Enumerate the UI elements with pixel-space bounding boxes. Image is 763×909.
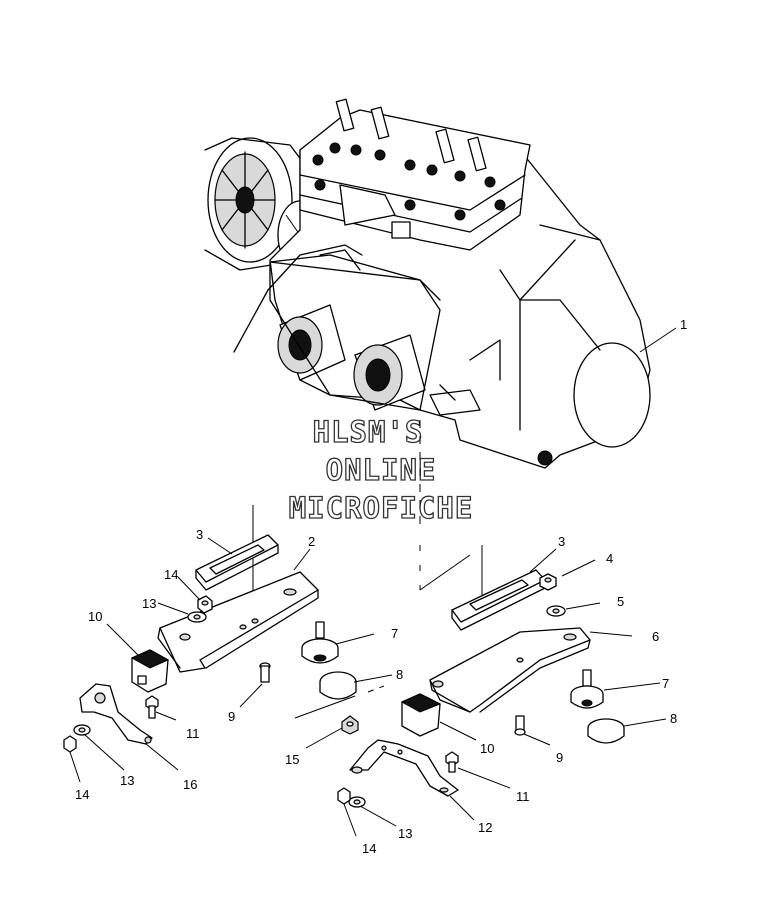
mount-bracket-left (157, 571, 319, 673)
watermark-line-1: HLSM'S (313, 415, 424, 449)
callout-11-left: 11 (186, 726, 200, 741)
callout-7-left: 7 (391, 626, 398, 641)
crankcase (233, 98, 651, 469)
bolt-11-left (145, 695, 159, 719)
intake-boots (269, 249, 441, 411)
watermark-line-2: ONLINE (326, 453, 437, 487)
spark-plugs (335, 98, 487, 172)
bolt-9-right (514, 715, 526, 736)
watermark-line-3: MICROFICHE (289, 491, 474, 525)
callout-10-left: 10 (88, 609, 102, 624)
callout-2: 2 (308, 534, 315, 549)
callout-12: 12 (478, 820, 492, 835)
head-nuts (312, 142, 506, 221)
right-mount-group (337, 569, 625, 808)
rubber-mount-7-right (570, 669, 604, 709)
pad-8-right (587, 718, 625, 744)
washer-5 (546, 605, 566, 617)
nut-14-left-lower (63, 735, 77, 753)
pad-8-left (319, 671, 357, 700)
nut-15 (341, 715, 359, 735)
washer-13-left-lower (73, 724, 91, 736)
damper-10-right (400, 693, 442, 737)
callout-4: 4 (606, 551, 613, 566)
washer-13-left-upper (187, 611, 207, 623)
callout-3-left: 3 (196, 527, 203, 542)
left-mount-group (63, 534, 357, 753)
callout-7-right: 7 (662, 676, 669, 691)
nut-14-left-upper (197, 595, 213, 614)
leader-lines (69, 327, 677, 837)
spacer-plate-left (195, 534, 279, 591)
rubber-mount-7-left (301, 621, 339, 664)
callout-10-right: 10 (480, 741, 494, 756)
callout-13-lower-left: 13 (120, 773, 134, 788)
callout-14-right: 14 (362, 841, 376, 856)
callout-14-upper: 14 (164, 567, 178, 582)
watermark: HLSM'S ONLINE MICROFICHE (288, 414, 474, 525)
callout-6: 6 (652, 629, 659, 644)
callout-8-left: 8 (396, 667, 403, 682)
damper-10-left (130, 649, 170, 693)
callout-15: 15 (285, 752, 299, 767)
wiring-harness (233, 244, 363, 353)
washer-13-right (348, 796, 366, 808)
nut-14-right (337, 787, 351, 805)
bracket-16 (79, 683, 153, 745)
engine-assembly (204, 98, 651, 469)
callout-13-upper: 13 (142, 596, 156, 611)
callout-numbers: 1 2 3 3 4 5 6 7 7 8 8 9 9 10 10 11 11 12… (75, 317, 687, 856)
callout-1: 1 (680, 317, 687, 332)
callout-11-right: 11 (516, 789, 530, 804)
mount-bracket-right (429, 627, 591, 713)
bracket-12 (349, 739, 459, 797)
callout-14-lower-left: 14 (75, 787, 89, 802)
callout-5: 5 (617, 594, 624, 609)
bolt-11-right (445, 751, 459, 773)
callout-16: 16 (183, 777, 197, 792)
callout-9-left: 9 (228, 709, 235, 724)
callout-9-right: 9 (556, 750, 563, 765)
bolt-9-left (259, 662, 271, 683)
nut-4 (539, 573, 557, 591)
callout-8-right: 8 (670, 711, 677, 726)
callout-3-right: 3 (558, 534, 565, 549)
callout-13-right: 13 (398, 826, 412, 841)
spacer-plate-right (451, 569, 546, 631)
